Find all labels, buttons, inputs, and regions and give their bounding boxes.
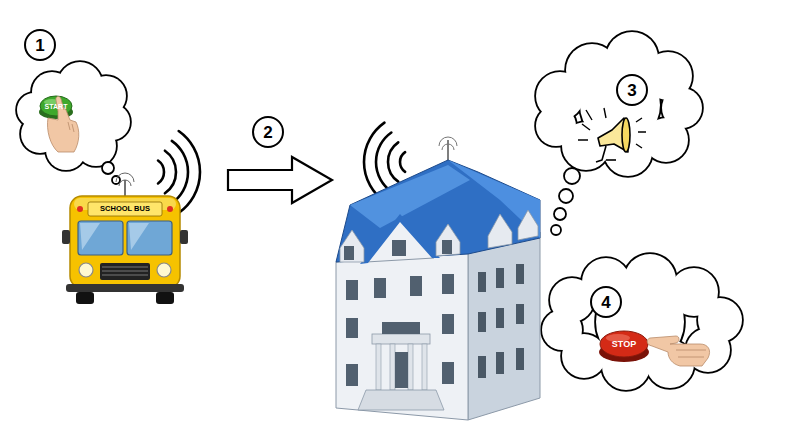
callout-text: 3 [627,82,636,99]
stop-button [599,331,649,362]
button-label: START [45,103,68,110]
callout-number: 3 [616,74,648,106]
pointing-hand [647,336,709,366]
callout-text: 1 [35,37,44,54]
callout-number: 1 [24,29,56,61]
loudspeaker-icon [578,108,646,162]
callout-number: 2 [252,116,284,148]
school-bus [62,173,188,304]
thought-cloud [536,32,702,235]
bus-sign: SCHOOL BUS [100,205,150,213]
button-label: STOP [612,340,636,349]
thought-clouds [17,32,742,390]
school-building [336,137,540,420]
thought-cloud [542,254,742,390]
transmission-arrow [228,157,332,203]
callout-number: 4 [590,286,622,318]
callout-text: 4 [601,294,610,311]
callout-text: 2 [263,124,272,141]
thought-cloud [17,62,130,184]
